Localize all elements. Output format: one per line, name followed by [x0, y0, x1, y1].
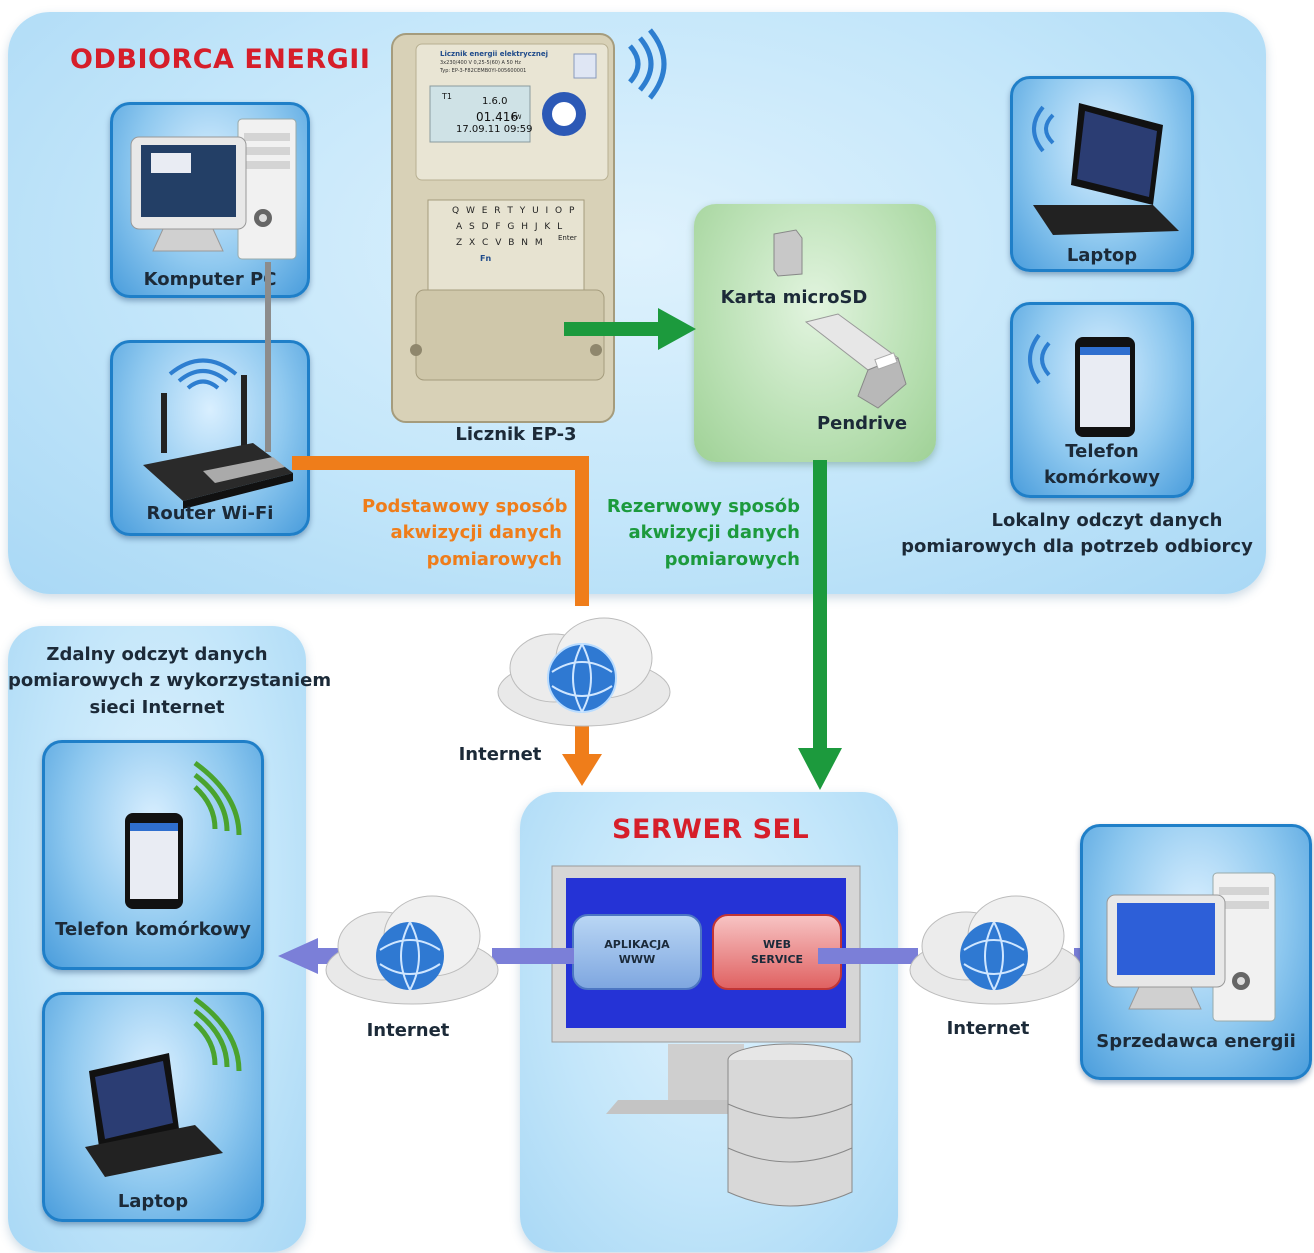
web-service-label-2: SERVICE [750, 953, 804, 966]
desktop-pc-icon [130, 118, 297, 260]
www-application-label-2: WWW [618, 953, 656, 966]
database-icon [727, 1043, 853, 1207]
remote-laptop-label: Laptop [117, 1191, 189, 1212]
backup-text-1: Rezerwowy sposób [606, 496, 800, 517]
meter-reading-unit: kW [512, 114, 522, 121]
phone-card[interactable]: Telefon komórkowy [1010, 302, 1194, 498]
meter-reading-value: 01.416 [476, 110, 518, 124]
remote-title-3: sieci Internet [89, 697, 225, 718]
remote-laptop-card[interactable]: Laptop [42, 992, 264, 1222]
storage-to-server-arrow [798, 460, 842, 790]
phone-label-line1: Telefon [1065, 441, 1139, 462]
meter-keys-row2: A S D F G H J K L [456, 222, 565, 232]
backup-text-3: pomiarowych [664, 549, 800, 570]
meter-datetime: 17.09.11 09:59 [456, 124, 533, 135]
microsd-label: Karta microSD [720, 287, 868, 308]
meter-fn-key: Fn [480, 254, 492, 263]
desktop-pc-icon [1106, 872, 1276, 1022]
internet-cloud-icon [497, 617, 671, 727]
seller-cloud-icon [909, 895, 1083, 1005]
meter-tariff: T1 [442, 92, 452, 101]
internet-label-top: Internet [458, 744, 542, 765]
primary-text-3: pomiarowych [426, 549, 562, 570]
smartphone-icon [1028, 333, 1135, 437]
pc-card[interactable]: Komputer PC [110, 102, 310, 298]
www-application-button[interactable]: APLIKACJA WWW [572, 914, 702, 990]
meter-type: Typ: EP-3-F82CEMB0YI-005600001 [440, 68, 527, 74]
internet-label-right: Internet [946, 1018, 1030, 1039]
consumer-title: ODBIORCA ENERGII [70, 44, 371, 75]
remote-phone-label: Telefon komórkowy [55, 919, 251, 940]
seller-label: Sprzedawca energii [1096, 1031, 1296, 1052]
meter-to-storage-arrow [564, 308, 696, 350]
seller-card[interactable]: Sprzedawca energii [1080, 824, 1312, 1080]
meter-keys-row1: Q W E R T Y U I O P [452, 206, 577, 216]
smartphone-icon [125, 760, 242, 909]
local-read-line2: pomiarowych dla potrzeb odbiorcy [901, 536, 1253, 557]
laptop-card[interactable]: Laptop [1010, 76, 1194, 272]
remote-phone-card[interactable]: Telefon komórkowy [42, 740, 264, 970]
microsd-card-icon [773, 229, 803, 277]
meter-keys-row3: Z X C V B N M [456, 238, 545, 248]
meter-header: Licznik energii elektrycznej [440, 50, 549, 58]
primary-path-arrow [292, 456, 602, 786]
meter-reading-code: 1.6.0 [482, 96, 508, 107]
internet-label-left: Internet [366, 1020, 450, 1041]
energy-meter-icon[interactable] [386, 30, 626, 430]
remote-cloud-icon [325, 895, 499, 1005]
pc-label: Komputer PC [143, 269, 277, 290]
www-application-label-1: APLIKACJA [604, 938, 670, 951]
phone-label-line2: komórkowy [1043, 467, 1161, 488]
laptop-icon [85, 996, 242, 1177]
wifi-router-icon [143, 358, 293, 509]
laptop-label: Laptop [1066, 245, 1138, 266]
pendrive-icon [804, 313, 907, 409]
meter-wireless-icon [628, 28, 667, 100]
meter-label: Licznik EP-3 [455, 424, 577, 445]
ethernet-cable [265, 262, 271, 452]
remote-title-2: pomiarowych z wykorzystaniem [8, 670, 332, 691]
router-label: Router Wi-Fi [146, 503, 274, 524]
server-title: SERWER SEL [612, 814, 810, 845]
primary-text-1: Podstawowy sposób [362, 496, 568, 517]
web-service-button[interactable]: WEB SERVICE [712, 914, 842, 990]
remote-title-1: Zdalny odczyt danych [46, 644, 268, 665]
pendrive-label: Pendrive [816, 413, 908, 434]
primary-text-2: akwizycji danych [390, 522, 562, 543]
web-service-label-1: WEB [762, 938, 792, 951]
storage-box [694, 204, 936, 462]
meter-enter-key: Enter [558, 234, 577, 242]
router-card[interactable]: Router Wi-Fi [110, 340, 310, 536]
local-read-line1: Lokalny odczyt danych [991, 510, 1223, 531]
laptop-icon [1032, 103, 1179, 235]
backup-text-2: akwizycji danych [628, 522, 800, 543]
meter-spec: 3x230/400 V 0,25-5(60) A 50 Hz [440, 60, 521, 66]
